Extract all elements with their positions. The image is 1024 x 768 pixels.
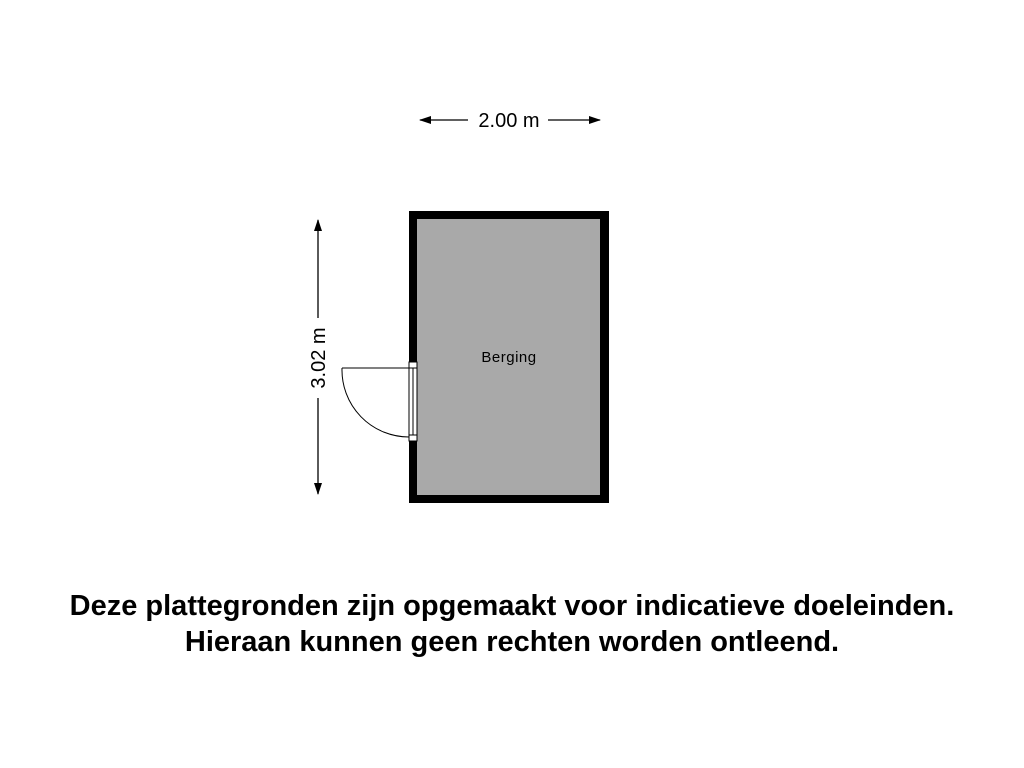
height-dimension-label: 3.02 m [308,327,330,388]
door [341,361,418,442]
room-walls [409,211,609,503]
wall-left-lower [409,441,417,503]
wall-left-upper [409,211,417,362]
width-dimension-label: 2.00 m [478,110,539,132]
wall-bottom [409,495,609,503]
door-jamb-bottom [408,434,418,442]
room-floor [417,219,600,495]
wall-right [600,211,609,503]
disclaimer-line-2: Hieraan kunnen geen rechten worden ontle… [184,626,840,658]
height-dimension: 3.02 m [308,219,330,495]
door-jamb-top [408,361,418,369]
room-label: Berging [481,349,536,366]
door-swing-arc [341,367,410,438]
wall-top [409,211,609,219]
floorplan-drawing: 2.00 m 3.02 m Berging [308,110,609,503]
width-dimension: 2.00 m [419,110,601,132]
disclaimer-line-1: Deze plattegronden zijn opgemaakt voor i… [69,590,955,622]
